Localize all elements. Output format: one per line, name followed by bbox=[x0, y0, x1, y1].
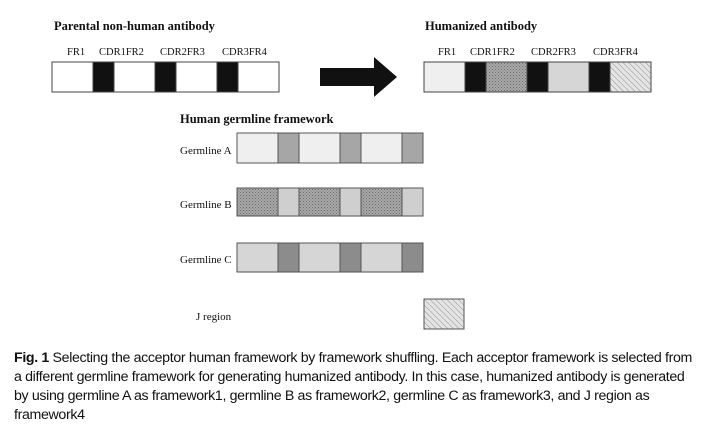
figure-caption-label: Fig. 1 bbox=[14, 350, 49, 366]
framework-shuffling-diagram: Parental non-human antibody Humanized an… bbox=[51, 19, 652, 330]
humanized-fr3 bbox=[547, 61, 590, 93]
right-arrow-icon bbox=[320, 57, 397, 97]
germline-c-bar bbox=[236, 242, 424, 273]
germline-c-fr3 bbox=[360, 242, 403, 273]
germline-c-label: Germline C bbox=[180, 254, 232, 266]
germline-b-cdr1 bbox=[277, 187, 300, 217]
humanized-label-cdr2fr3: CDR2FR3 bbox=[531, 47, 576, 58]
parental-cdr1 bbox=[92, 61, 115, 93]
germline-b-cdr2 bbox=[339, 187, 362, 217]
germline-a-label: Germline A bbox=[180, 145, 232, 157]
parental-title: Parental non-human antibody bbox=[54, 19, 216, 33]
humanized-title: Humanized antibody bbox=[425, 19, 538, 33]
germline-a-fr3 bbox=[360, 132, 403, 164]
parental-label-cdr3fr4: CDR3FR4 bbox=[222, 47, 268, 58]
germline-b-bar bbox=[236, 187, 424, 217]
germline-a-fr2 bbox=[298, 132, 341, 164]
germline-a-cdr1 bbox=[277, 132, 300, 164]
germline-b-cdr3 bbox=[401, 187, 424, 217]
parental-cdr3 bbox=[216, 61, 239, 93]
germline-b-label: Germline B bbox=[180, 199, 232, 211]
humanized-label-cdr1fr2: CDR1FR2 bbox=[470, 47, 515, 58]
germline-b-fr3 bbox=[360, 187, 403, 217]
germline-c-fr2 bbox=[298, 242, 341, 273]
germline-section-title: Human germline framework bbox=[180, 112, 333, 126]
humanized-label-cdr3fr4: CDR3FR4 bbox=[593, 47, 639, 58]
humanized-cdr2 bbox=[526, 61, 549, 93]
parental-fr2 bbox=[113, 61, 156, 93]
germline-c-cdr3 bbox=[401, 242, 424, 273]
figure-caption: Fig. 1 Selecting the acceptor human fram… bbox=[14, 349, 694, 425]
humanized-fr2 bbox=[485, 61, 528, 93]
humanized-cdr1 bbox=[464, 61, 487, 93]
germline-b-fr2 bbox=[298, 187, 341, 217]
humanized-antibody-bar bbox=[423, 61, 652, 93]
j-region-label: J region bbox=[196, 311, 232, 323]
parental-label-cdr1fr2: CDR1FR2 bbox=[99, 47, 144, 58]
figure-caption-text: Selecting the acceptor human framework b… bbox=[14, 350, 693, 423]
germline-a-fr1 bbox=[236, 132, 279, 164]
parental-label-fr1: FR1 bbox=[67, 47, 85, 58]
germline-c-fr1 bbox=[236, 242, 279, 273]
parental-fr1 bbox=[51, 61, 94, 93]
humanized-label-fr1: FR1 bbox=[438, 47, 456, 58]
parental-fr3 bbox=[175, 61, 218, 93]
j-region-box bbox=[423, 298, 465, 330]
germline-c-cdr1 bbox=[277, 242, 300, 273]
humanized-fr4 bbox=[609, 61, 652, 93]
parental-label-cdr2fr3: CDR2FR3 bbox=[160, 47, 205, 58]
germline-b-fr1 bbox=[236, 187, 279, 217]
germline-a-bar bbox=[236, 132, 424, 164]
parental-antibody-bar bbox=[51, 61, 280, 93]
germline-c-cdr2 bbox=[339, 242, 362, 273]
germline-a-cdr2 bbox=[339, 132, 362, 164]
parental-fr4 bbox=[237, 61, 280, 93]
humanized-cdr3 bbox=[588, 61, 611, 93]
germline-a-cdr3 bbox=[401, 132, 424, 164]
humanized-fr1 bbox=[423, 61, 466, 93]
parental-cdr2 bbox=[154, 61, 177, 93]
